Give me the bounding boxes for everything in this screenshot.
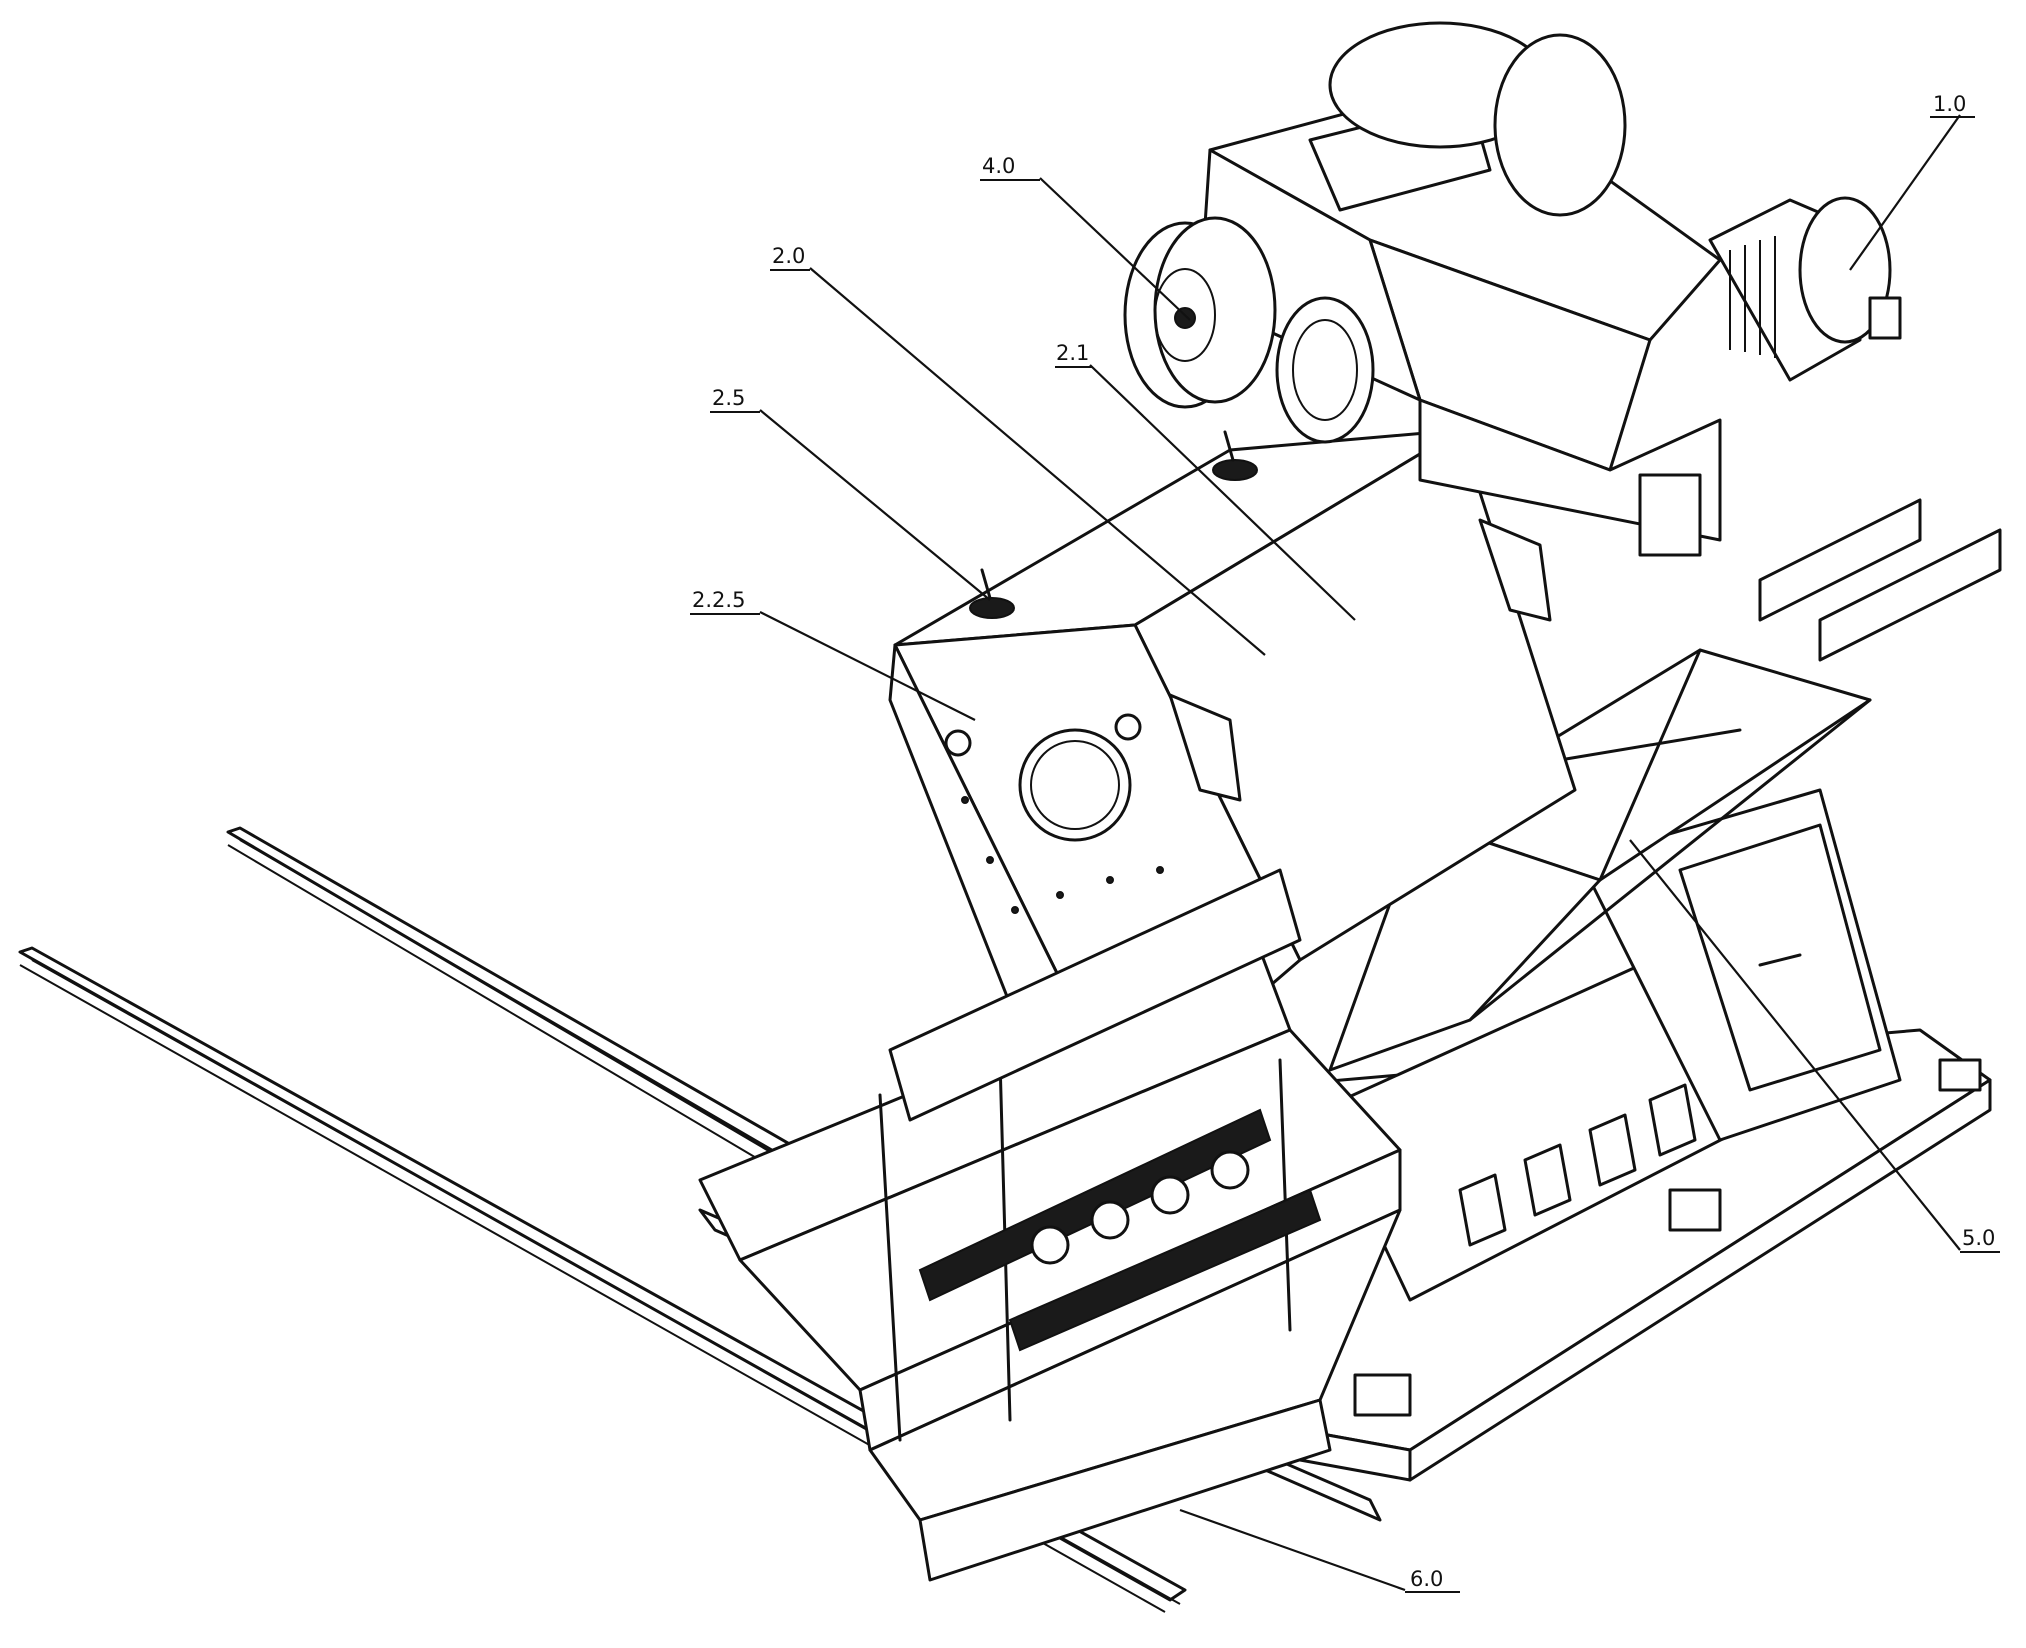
callout-2-0: 2.0: [772, 244, 805, 268]
callout-5-0: 5.0: [1962, 1226, 1995, 1250]
callout-4-0: 4.0: [982, 154, 1015, 178]
callout-6-0: 6.0: [1410, 1567, 1443, 1591]
leader-2-5: [760, 410, 990, 600]
callout-2-5: 2.5: [712, 386, 745, 410]
leader-6-0: [1180, 1510, 1405, 1590]
callout-2-1: 2.1: [1056, 341, 1089, 365]
motor: [1710, 198, 1900, 380]
callout-1-0: 1.0: [1933, 92, 1966, 116]
leader-1-0: [1850, 115, 1960, 270]
callout-2-2-5: 2.2.5: [692, 588, 745, 612]
